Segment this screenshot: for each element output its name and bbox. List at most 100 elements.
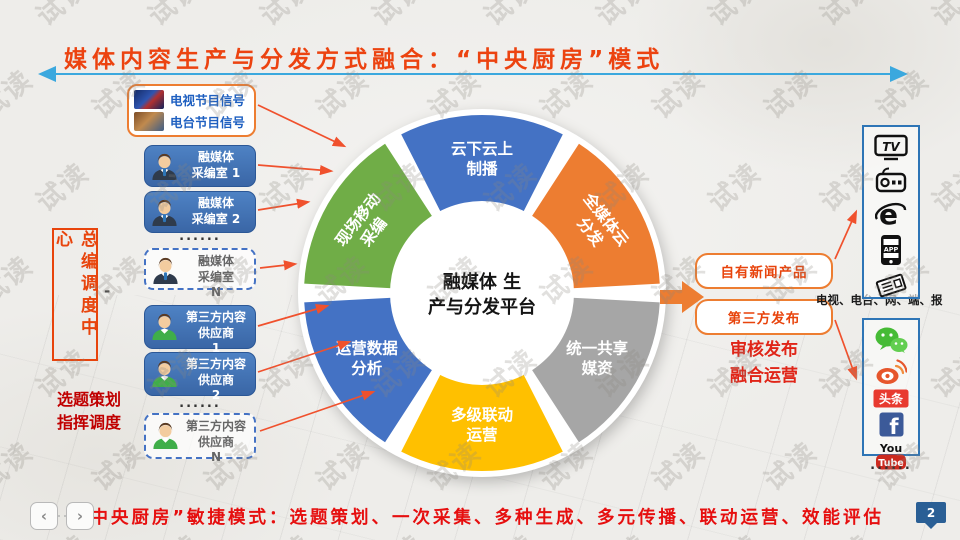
platform-center-label: 融媒体 生 产与分发平台 — [382, 270, 582, 320]
item-label-line: 2 — [211, 388, 221, 403]
radio-icon — [875, 167, 907, 193]
newspaper-icon — [875, 273, 907, 298]
watermark-text: 试读 — [926, 157, 960, 219]
web-icon: e — [875, 199, 907, 229]
item-label-line: 供应商 — [197, 325, 234, 340]
traditional-media-column: TV e APP — [862, 125, 920, 299]
own-news-products-box: 自有新闻产品 — [695, 253, 833, 289]
page-number-badge: 2 — [916, 502, 946, 529]
item-label-line: 第三方内容 — [185, 419, 246, 433]
radio-studio-photo — [134, 112, 164, 131]
toutiao-icon: 头条 — [873, 389, 909, 408]
tv-icon: TV — [874, 134, 908, 161]
person-icon — [150, 359, 179, 393]
dispatch-text: 选题策划 指挥调度 — [30, 388, 148, 434]
watermark-text: 试读 — [926, 343, 960, 405]
svg-text:Tube: Tube — [878, 458, 903, 469]
wechat-icon — [875, 327, 908, 353]
donut-segment-label: 多级联动运营 — [451, 405, 513, 444]
donut-segment-label: 运营数据分析 — [336, 339, 399, 378]
person-icon — [150, 312, 179, 346]
item-label-line: 采编室 1 — [191, 165, 241, 180]
person-icon — [151, 421, 180, 455]
watermark-text: 试读 — [86, 436, 152, 498]
watermark-text: 试读 — [590, 0, 656, 33]
svg-text:TV: TV — [882, 140, 901, 154]
review-publish-text: 审核发布 融合运营 — [700, 338, 828, 389]
next-slide-button[interactable]: › — [66, 502, 94, 530]
item-label-line: 融媒体 — [197, 196, 234, 210]
watermark-text: 试读 — [702, 157, 768, 219]
item-label-line: 采编室 2 — [191, 211, 241, 226]
dispatch-line-2: 指挥调度 — [56, 413, 121, 433]
media-room-item: 融媒体采编室 2 — [144, 191, 256, 233]
watermark-text: 试读 — [0, 64, 40, 126]
svg-text:f: f — [889, 415, 899, 437]
watermark-text: 试读 — [0, 436, 40, 498]
watermark-text: 试读 — [758, 436, 824, 498]
item-label-line: N — [210, 450, 222, 465]
donut-segment-label: 统一共享媒资 — [566, 339, 628, 378]
item-label-line: 供应商 — [197, 372, 234, 387]
watermark-text: 试读 — [254, 0, 320, 33]
svg-text:APP: APP — [884, 246, 899, 254]
tv-studio-photo — [134, 90, 164, 109]
watermark-text: 试读 — [926, 0, 960, 33]
central-platform-donut: 云下云上制播全媒体云分发统一共享媒资多级联动运营运营数据分析现场移动采编 — [282, 93, 682, 493]
donut-segment — [401, 371, 563, 472]
svg-text:You: You — [879, 442, 902, 455]
item-label-line: 融媒体 — [197, 150, 234, 164]
watermark-text: 试读 — [702, 0, 768, 33]
third-party-publish-box: 第三方发布 — [695, 299, 833, 335]
watermark-text: 试读 — [478, 0, 544, 33]
app-icon: APP — [881, 235, 901, 265]
weibo-icon — [876, 359, 907, 384]
watermark-text: 试读 — [0, 250, 40, 312]
facebook-icon: f — [879, 412, 903, 437]
page-title: 媒体内容生产与分发方式融合：“中央厨房”模式 — [64, 47, 665, 73]
item-label-line: 第三方内容 — [185, 357, 246, 371]
radio-signal-label: 电台节目信号 — [170, 115, 246, 130]
item-label-line: 第三方内容 — [185, 310, 246, 324]
donut-segment-label: 云下云上制播 — [451, 140, 514, 178]
signal-sources-box: 电视节目信号 电台节目信号 — [127, 84, 256, 137]
item-label-line: 1 — [211, 341, 221, 356]
ellipsis: ...... — [179, 396, 221, 411]
media-room-item: 融媒体采编室 1 — [144, 145, 256, 187]
tv-signal-row: 电视节目信号 — [134, 90, 249, 109]
youtube-icon: You Tube — [876, 442, 906, 470]
prev-slide-button[interactable]: ‹ — [30, 502, 58, 530]
donut-segment — [401, 115, 563, 215]
review-line-2: 融合运营 — [730, 365, 798, 386]
watermark-text: 试读 — [30, 0, 96, 33]
footer-slogan: “中央厨房”敏捷模式：选题策划、一次采集、多种生成、多元传播、联动运营、效能评估 — [75, 508, 884, 528]
center-line-1: 融媒体 生 — [442, 272, 522, 293]
ellipsis: ...... — [179, 229, 221, 244]
item-label-line: 采编室 — [197, 269, 234, 284]
item-label-line: 融媒体 — [197, 254, 234, 268]
person-icon — [150, 198, 179, 232]
watermark-text: 试读 — [758, 64, 824, 126]
item-label-line: N — [210, 285, 222, 300]
watermark-text: 试读 — [142, 0, 208, 33]
watermark-text: 试读 — [30, 157, 96, 219]
tv-signal-label: 电视节目信号 — [170, 93, 246, 108]
dispatch-line-1: 选题策划 — [56, 390, 121, 409]
person-icon — [150, 152, 179, 186]
radio-signal-row: 电台节目信号 — [134, 112, 249, 131]
center-line-2: 产与分发平台 — [428, 297, 536, 319]
watermark-text: 试读 — [870, 64, 936, 126]
dash-mark: - — [104, 282, 111, 300]
watermark-text: 试读 — [366, 0, 432, 33]
watermark-text: 试读 — [814, 0, 880, 33]
person-icon — [151, 256, 180, 290]
svg-text:头条: 头条 — [879, 391, 904, 406]
chief-dispatch-center-box: 总编调度中心 — [52, 228, 98, 361]
more-channels-ellipsis: ...... — [870, 458, 912, 473]
new-media-column: 头条 f You Tube — [862, 318, 920, 470]
